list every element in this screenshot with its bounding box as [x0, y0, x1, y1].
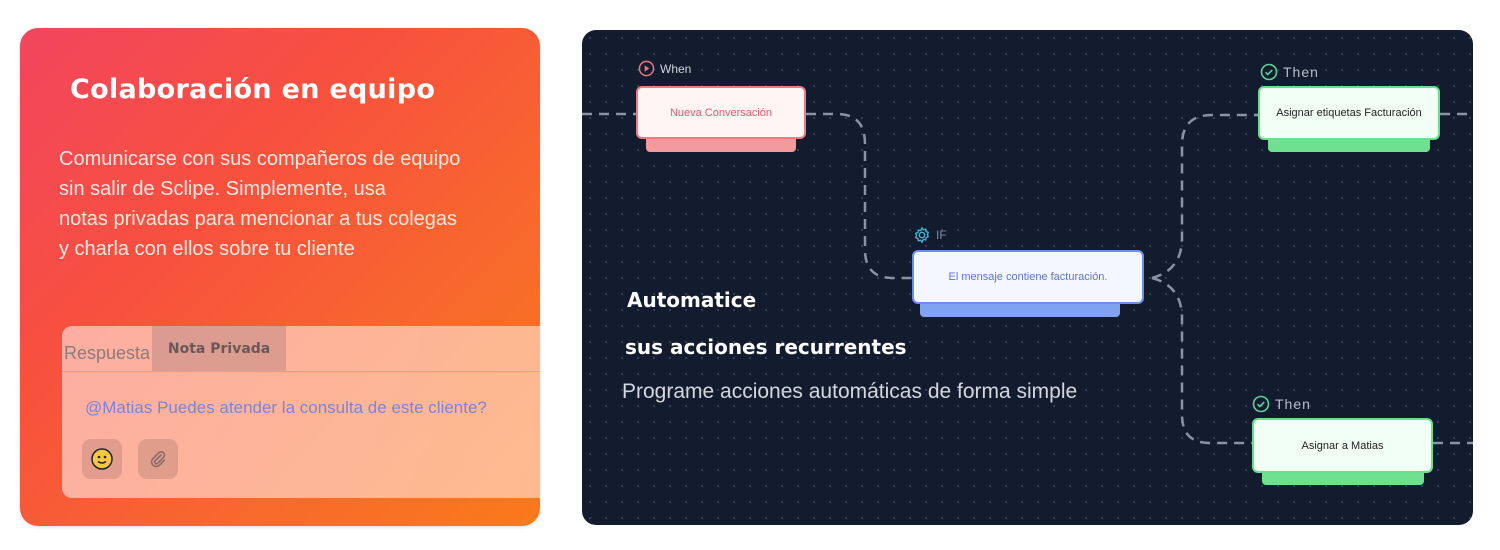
label-text: Then: [1275, 396, 1311, 412]
automation-title-line1: Automatice: [627, 288, 757, 312]
attachment-icon: [150, 451, 166, 468]
tab-respuesta[interactable]: Respuesta: [64, 343, 151, 363]
check-circle-icon: [1260, 63, 1278, 81]
label-text: IF: [936, 228, 947, 242]
automation-subtitle: Programe acciones automáticas de forma s…: [622, 380, 1078, 403]
attach-button[interactable]: [138, 439, 178, 479]
node-text: Asignar etiquetas Facturación: [1276, 107, 1422, 119]
tab-nota-privada[interactable]: Nota Privada: [152, 326, 287, 371]
label-text: Then: [1283, 64, 1319, 80]
automation-title-line2: sus acciones recurrentes: [625, 335, 907, 359]
connector: [806, 112, 912, 280]
label-text: When: [660, 61, 692, 76]
if-label: IF: [913, 226, 947, 244]
then-label-1: Then: [1260, 63, 1319, 81]
connector: [1151, 276, 1252, 445]
then-node-assign-tags[interactable]: Asignar etiquetas Facturación: [1258, 86, 1440, 140]
flow-connectors: [582, 112, 1473, 445]
check-circle-icon: [1252, 395, 1270, 413]
card-description: Comunicarse con sus compañeros de equipo…: [59, 144, 519, 264]
then-label-2: Then: [1252, 395, 1311, 413]
description-line: sin salir de Sclipe. Simplemente, usa: [59, 178, 386, 200]
description-line: notas privadas para mencionar a tus cole…: [59, 208, 458, 230]
node-text: Nueva Conversación: [669, 106, 773, 119]
card-title: Colaboración en equipo: [70, 74, 436, 105]
if-node[interactable]: El mensaje contiene facturación.: [912, 250, 1144, 304]
when-node[interactable]: Nueva Conversación: [636, 86, 806, 139]
when-label: When: [638, 60, 691, 77]
description-line: y charla con ellos sobre tu cliente: [59, 238, 355, 260]
emoji-button[interactable]: [82, 439, 122, 479]
then-node-assign-agent[interactable]: Asignar a Matias: [1252, 418, 1433, 473]
message-composer: Respuesta Nota Privada @Matias Puedes at…: [62, 326, 540, 498]
node-text: El mensaje contiene facturación.: [948, 271, 1108, 283]
team-collaboration-card: Colaboración en equipo Comunicarse con s…: [20, 28, 540, 526]
message-input[interactable]: @Matias Puedes atender la consulta de es…: [85, 398, 487, 417]
automation-card: When Nueva Conversación IF El mensaje co…: [582, 30, 1473, 525]
gear-icon: [914, 226, 930, 244]
node-stack: [646, 135, 796, 152]
node-stack: [920, 300, 1120, 317]
connector: [1151, 113, 1258, 280]
description-line: Comunicarse con sus compañeros de equipo: [59, 148, 461, 170]
node-text: Asignar a Matias: [1301, 439, 1384, 452]
composer-tabs: Respuesta Nota Privada: [62, 326, 540, 372]
emoji-icon: [91, 448, 113, 470]
play-icon: [638, 60, 655, 77]
